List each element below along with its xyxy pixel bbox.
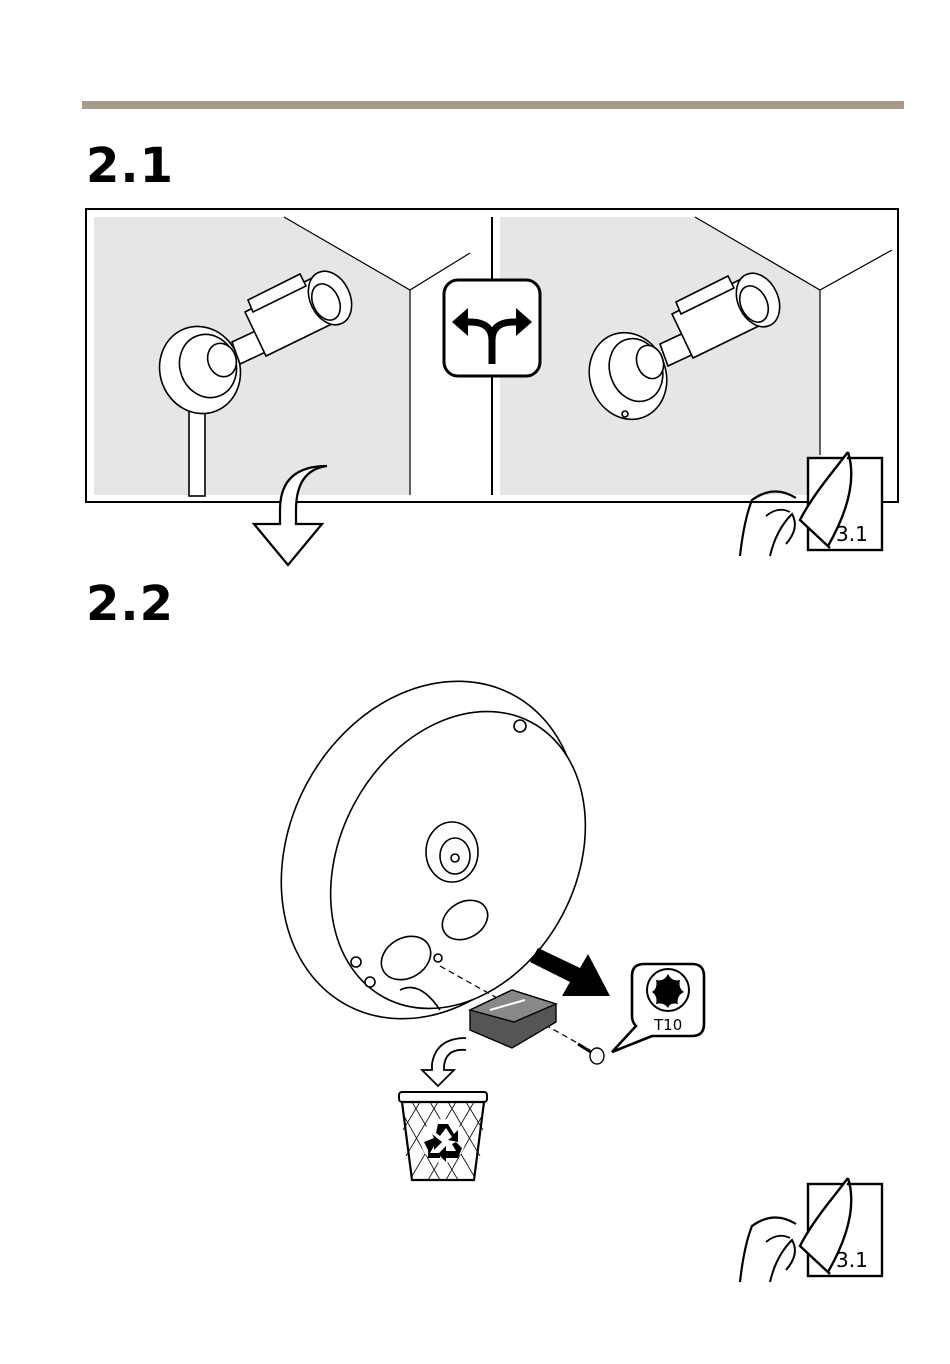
back-box: [224, 629, 636, 1071]
panel-2-1: [86, 209, 898, 502]
page-ref-label: 3.1: [836, 1248, 868, 1272]
torx-icon: [612, 964, 704, 1052]
tool-label: T10: [653, 1016, 682, 1034]
split-arrow-icon: [444, 280, 540, 376]
trash-recycle-icon: [399, 1092, 487, 1180]
bracket: [470, 990, 556, 1048]
curved-arrow-icon: [422, 1038, 466, 1086]
screw: [578, 1044, 604, 1064]
page-ref-label: 3.1: [836, 522, 868, 546]
direction-arrow-icon: [530, 948, 610, 996]
